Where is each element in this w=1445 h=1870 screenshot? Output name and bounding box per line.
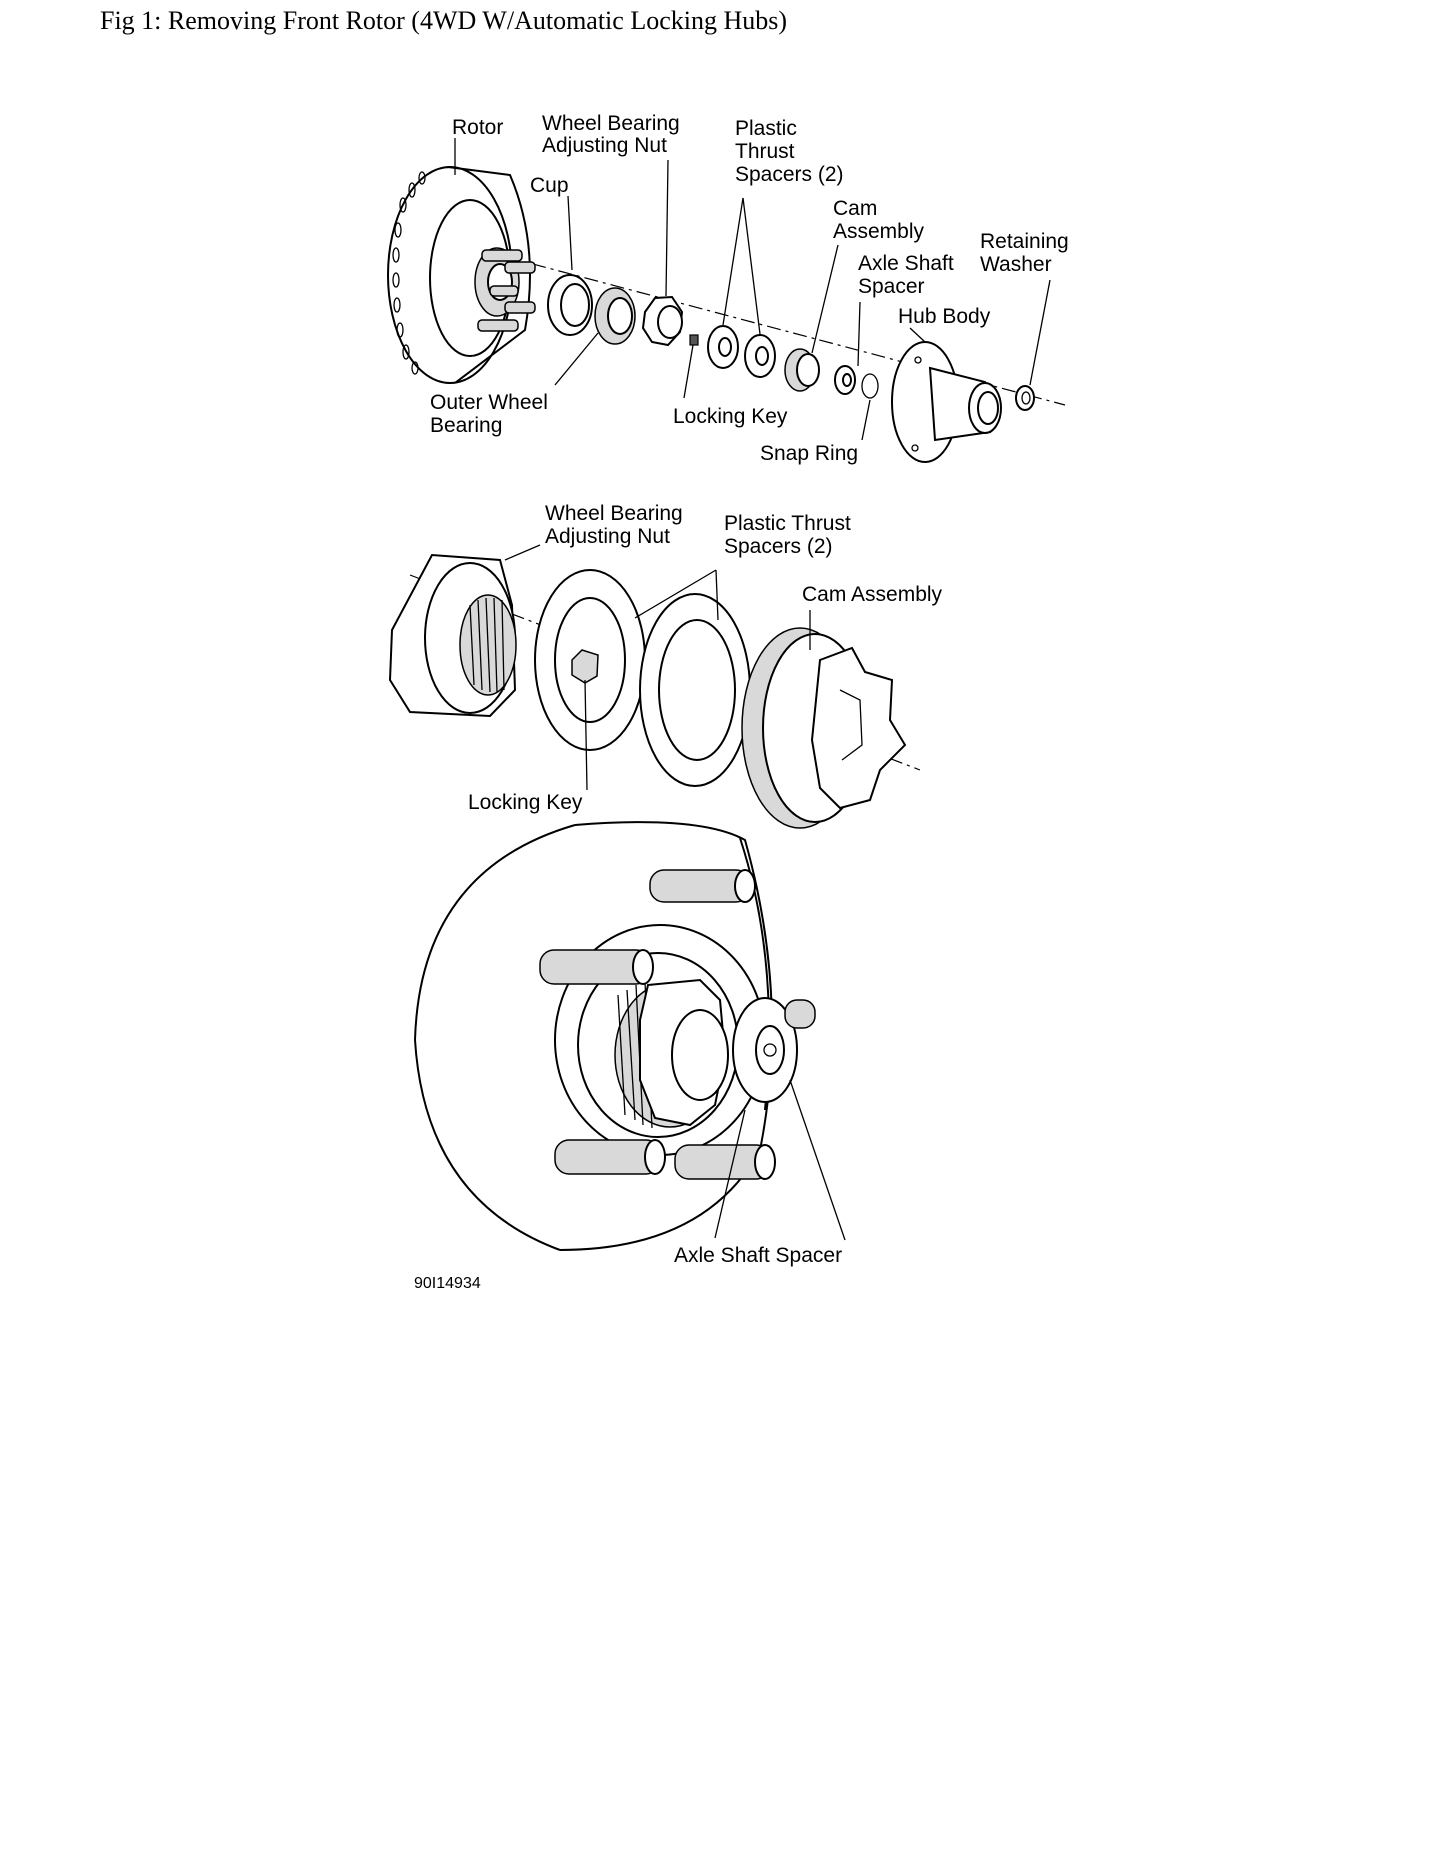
hub-body-drawing: [891, 341, 1002, 463]
label-mid-spacers-line1: Plastic Thrust: [724, 512, 851, 535]
bottom-leader-lines: [714, 1079, 846, 1241]
thrust-spacer-1-drawing: [534, 569, 646, 751]
label-snap-ring: Snap Ring: [760, 442, 858, 465]
thrust-spacer-2-drawing: [639, 593, 751, 787]
label-spacers-line3: Spacers (2): [735, 163, 844, 186]
retaining-washer-drawing: [1015, 385, 1035, 411]
axle-spacer-small-drawing: [834, 365, 856, 395]
bottom-rotor-view: Axle Shaft Spacer 90I14934: [413, 821, 846, 1292]
snap-ring-drawing: [861, 373, 879, 399]
cam-assembly-small-drawing: [784, 348, 820, 392]
adjusting-nut-drawing: [641, 295, 684, 347]
label-washer-line2: Washer: [980, 253, 1052, 276]
cup-drawing: [547, 274, 593, 336]
label-mid-cam: Cam Assembly: [802, 583, 943, 606]
locking-key-large: [571, 649, 599, 684]
label-axle-spacer-line2: Spacer: [858, 275, 925, 298]
outer-bearing-drawing: [594, 287, 636, 345]
label-nut-line1: Wheel Bearing: [542, 112, 680, 135]
label-locking-key: Locking Key: [673, 405, 788, 428]
locking-key-small: [689, 334, 699, 346]
label-washer-line1: Retaining: [980, 230, 1069, 253]
top-leader-lines: [454, 138, 1051, 441]
label-outer-bearing-line1: Outer Wheel: [430, 391, 548, 414]
label-rotor: Rotor: [452, 116, 503, 139]
label-spacers-line1: Plastic: [735, 117, 797, 140]
thrust-spacers-drawing: [707, 325, 776, 378]
middle-detail-view: Wheel Bearing Adjusting Nut Plastic Thru…: [388, 502, 943, 829]
label-mid-nut-line1: Wheel Bearing: [545, 502, 683, 525]
adjusting-nut-large-drawing: [388, 553, 517, 718]
label-hub-body: Hub Body: [898, 305, 991, 328]
label-cup: Cup: [530, 174, 569, 197]
figure-id: 90I14934: [414, 1275, 481, 1292]
rotor-drawing: [387, 166, 536, 384]
figure-caption: Fig 1: Removing Front Rotor (4WD W/Autom…: [100, 6, 788, 35]
label-bottom-axle-spacer: Axle Shaft Spacer: [674, 1244, 842, 1267]
label-mid-nut-line2: Adjusting Nut: [545, 525, 670, 548]
label-spacers-line2: Thrust: [735, 140, 795, 163]
cam-assembly-large-drawing: [741, 627, 907, 829]
top-exploded-view: Rotor Wheel Bearing Adjusting Nut Cup Pl…: [387, 112, 1069, 465]
label-cam-line2: Assembly: [833, 220, 925, 243]
middle-leader-lines: [504, 544, 811, 791]
label-outer-bearing-line2: Bearing: [430, 414, 502, 437]
label-axle-spacer-line1: Axle Shaft: [858, 252, 954, 275]
wheel-studs: [539, 869, 816, 1180]
label-mid-spacers-line2: Spacers (2): [724, 535, 833, 558]
label-mid-locking-key: Locking Key: [468, 791, 583, 814]
label-nut-line2: Adjusting Nut: [542, 134, 667, 157]
label-cam-line1: Cam: [833, 197, 877, 220]
